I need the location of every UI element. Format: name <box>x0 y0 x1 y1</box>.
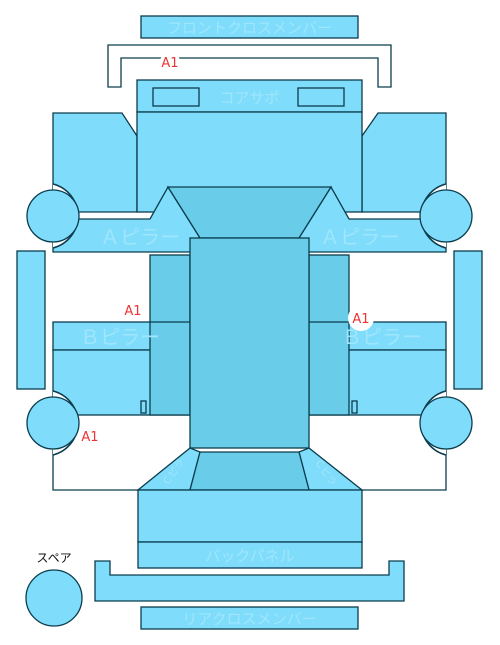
a-pillar-left[interactable]: Ａピラー <box>52 185 201 253</box>
left-headlight <box>152 87 200 107</box>
front-frame[interactable] <box>107 44 392 88</box>
rear-frame-right[interactable] <box>362 447 447 491</box>
damage-mark-b-pillar-left[interactable]: A1 <box>123 300 143 320</box>
spare-tire[interactable]: スペア <box>25 551 83 627</box>
a-pillar-right-label: Ａピラー <box>320 225 400 249</box>
damage-mark-rear-left[interactable]: A1 <box>80 426 100 446</box>
rear-cross-member[interactable]: リアクロスメンバー <box>140 606 359 630</box>
right-headlight <box>297 87 345 107</box>
right-rocker-panel[interactable] <box>453 250 483 390</box>
damage-mark-b-pillar-right[interactable]: A1 <box>348 305 374 331</box>
rear-roof[interactable] <box>189 451 310 491</box>
b-pillar-left-label: Ｂピラー <box>80 325 160 349</box>
rear-frame-left[interactable] <box>52 447 138 491</box>
pillar-c-right[interactable]: Ｃピラ <box>298 447 364 491</box>
front-right-wheel[interactable] <box>419 183 473 249</box>
spare-label: スペア <box>36 551 71 565</box>
damage-mark-front-frame[interactable]: A1 <box>160 52 180 72</box>
left-rocker-panel[interactable] <box>16 250 46 390</box>
core-support-label: コアサポ <box>219 89 279 107</box>
rear-bumper[interactable] <box>94 560 405 602</box>
rear-cross-member-label: リアクロスメンバー <box>182 610 316 628</box>
pillar-c-left[interactable]: Ｃピラ <box>136 447 201 491</box>
front-cross-member-label: フロントクロスメンバー <box>167 19 332 37</box>
svg-text:A1: A1 <box>81 430 98 445</box>
rear-right-wheel[interactable] <box>419 390 473 456</box>
front-left-wheel[interactable] <box>26 183 80 249</box>
svg-text:A1: A1 <box>352 312 369 327</box>
roof[interactable] <box>189 237 310 449</box>
back-panel-label: バックパネル <box>205 547 294 565</box>
rear-left-wheel[interactable] <box>26 390 80 456</box>
left-side-body[interactable]: Ｂピラー <box>52 254 191 416</box>
svg-text:A1: A1 <box>161 56 178 71</box>
svg-text:A1: A1 <box>124 304 141 319</box>
back-panel[interactable]: バックパネル <box>137 489 363 569</box>
right-side-body[interactable]: Ｂピラー <box>308 254 447 416</box>
a-pillar-left-label: Ａピラー <box>100 225 180 249</box>
front-cross-member[interactable]: フロントクロスメンバー <box>140 15 359 39</box>
